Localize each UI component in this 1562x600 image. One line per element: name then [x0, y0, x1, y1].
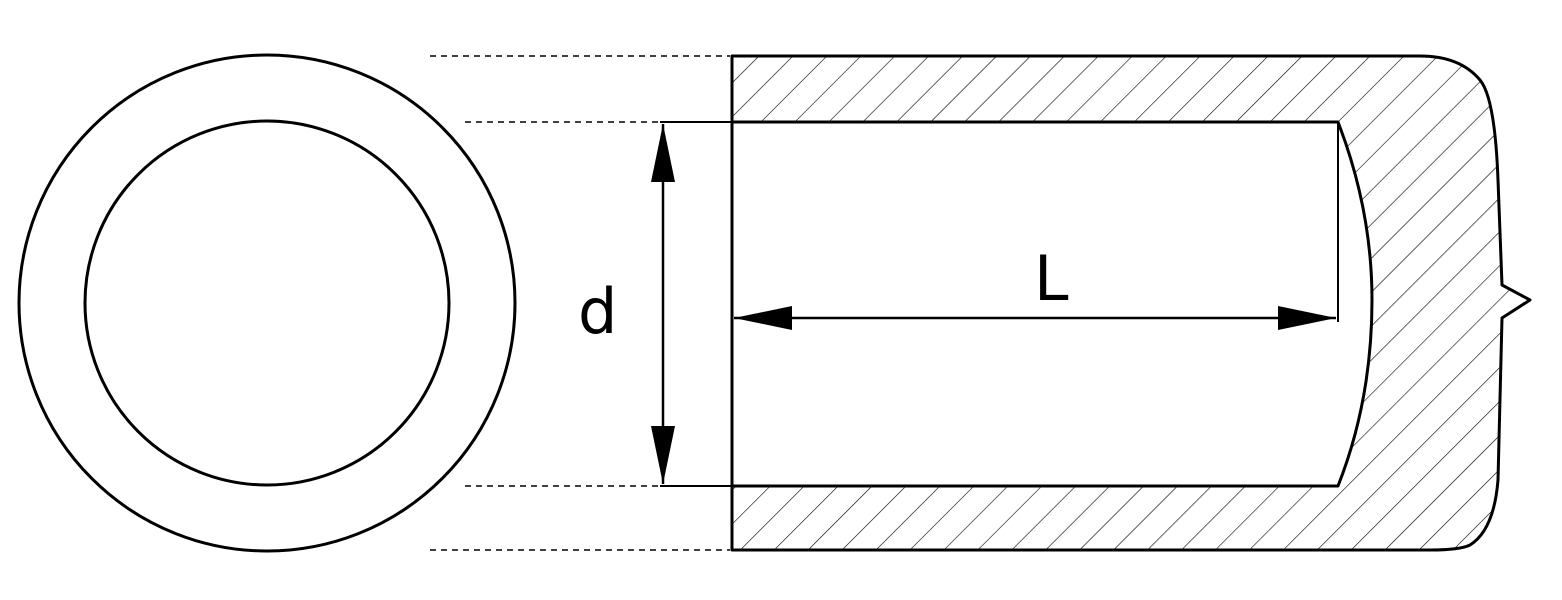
hatched-wall	[732, 56, 1530, 550]
length-arrow-left	[734, 306, 792, 330]
outer-outline	[730, 54, 1532, 552]
section-view	[730, 54, 1532, 552]
projection-lines	[430, 55, 730, 551]
bore-outline	[730, 120, 1374, 488]
diameter-dimension: d	[578, 124, 675, 484]
outer-circle	[17, 53, 517, 553]
inner-circle	[83, 119, 451, 487]
diameter-label: d	[578, 275, 617, 348]
diameter-arrow-bottom	[651, 426, 675, 484]
length-arrow-right	[1278, 306, 1336, 330]
length-dimension: L	[734, 242, 1336, 330]
diameter-arrow-top	[651, 124, 675, 182]
extension-lines	[660, 121, 732, 487]
end-view	[17, 53, 517, 553]
length-label: L	[1034, 242, 1069, 315]
